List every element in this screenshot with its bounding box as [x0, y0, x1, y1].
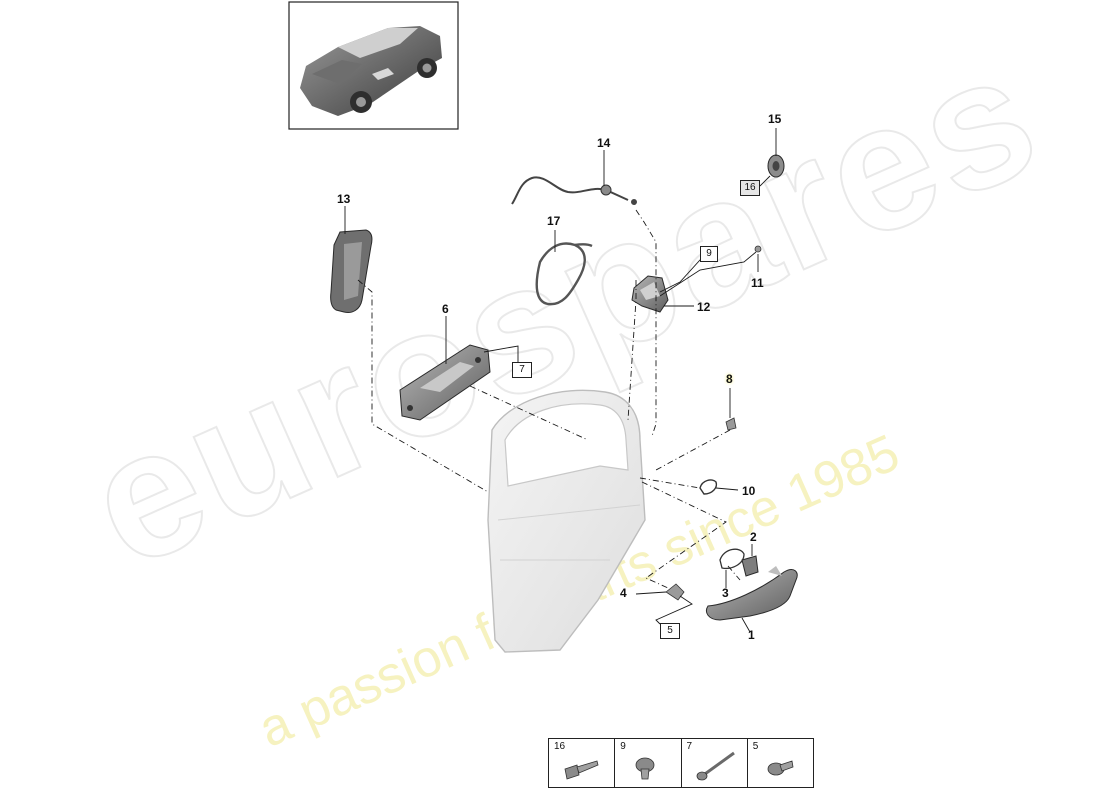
- part-15-striker: [767, 154, 785, 178]
- callout-13: 13: [337, 192, 351, 206]
- fastener-legend-table: 16 9 7 5: [548, 738, 814, 788]
- callout-15: 15: [768, 112, 782, 126]
- part-6-handle-carrier: [399, 344, 491, 421]
- callout-10: 10: [742, 484, 756, 498]
- callout-17: 17: [547, 214, 561, 228]
- clip-icon: [635, 757, 655, 780]
- part-3-gasket: [719, 548, 745, 570]
- ref-box-7: 7: [512, 362, 532, 378]
- fastener-number: 16: [554, 741, 566, 752]
- long-bolt-icon: [696, 751, 735, 781]
- ref-box-9: 9: [700, 246, 718, 262]
- fastener-number: 7: [686, 741, 693, 752]
- fastener-cell-9: 9: [615, 739, 682, 787]
- ref-box-16: 16: [740, 180, 760, 196]
- callout-4: 4: [620, 586, 627, 600]
- callout-11: 11: [751, 276, 764, 290]
- part-11-screw: [754, 245, 762, 253]
- part-8-clip: [725, 417, 737, 431]
- fastener-number: 9: [620, 741, 626, 752]
- part-10-seal: [699, 479, 718, 495]
- fastener-cell-16: 16: [549, 739, 616, 787]
- callout-12: 12: [697, 300, 711, 314]
- fastener-cell-7: 7: [682, 739, 748, 787]
- part-4-bracket: [665, 583, 685, 601]
- part-14-cable: [511, 176, 637, 205]
- part-1-outer-handle: [706, 566, 798, 621]
- callout-3: 3: [722, 586, 729, 600]
- callout-6: 6: [442, 302, 449, 316]
- fastener-number: 5: [752, 741, 759, 752]
- part-17-cable-loop: [535, 242, 593, 306]
- callout-14: 14: [597, 136, 611, 150]
- part-13-cover-plate: [330, 229, 373, 313]
- leader-lines: [344, 128, 777, 633]
- callout-8: 8: [726, 372, 733, 386]
- ref-box-5: 5: [660, 623, 680, 639]
- vehicle-thumbnail: [288, 1, 459, 130]
- callout-1: 1: [748, 628, 755, 642]
- rear-door-shell: [487, 389, 646, 653]
- part-2-handle-cap: [741, 555, 759, 577]
- dashed-assembly-lines: [357, 209, 741, 589]
- screw-head-icon: [564, 760, 599, 780]
- fastener-cell-5: 5: [748, 739, 813, 787]
- callout-2: 2: [750, 530, 757, 544]
- short-screw-icon: [767, 760, 794, 776]
